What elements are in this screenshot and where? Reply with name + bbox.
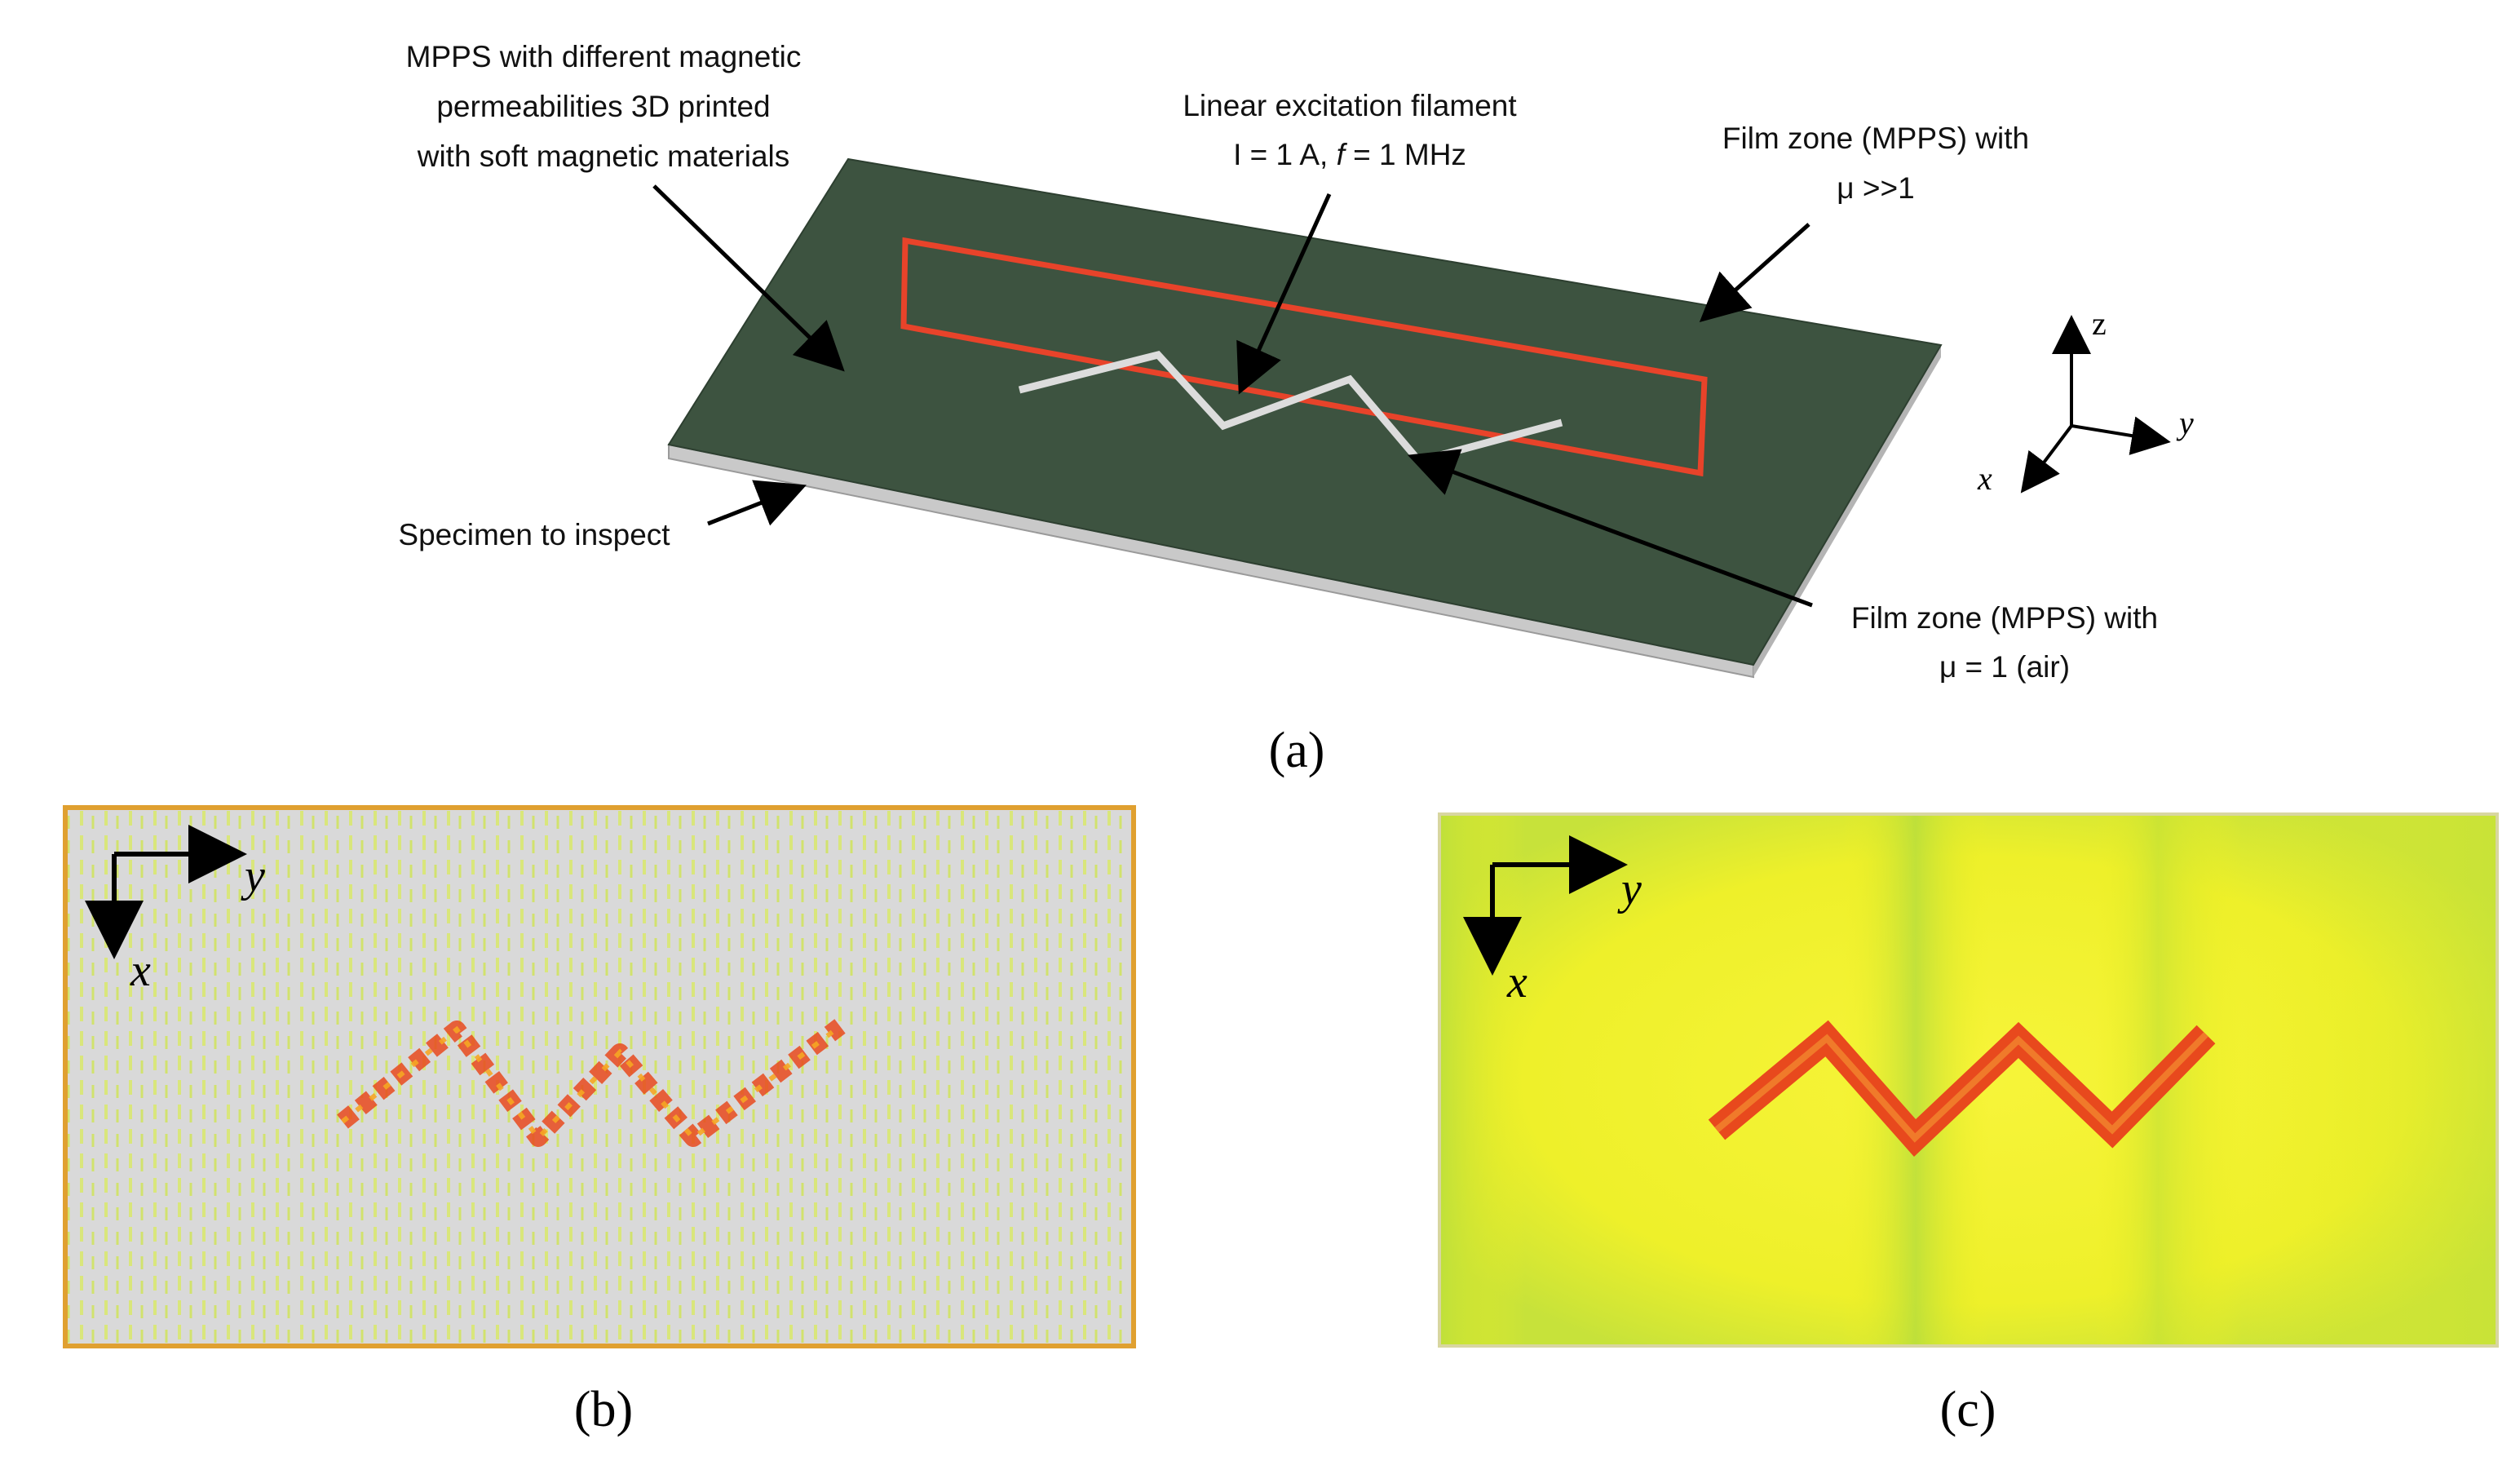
axis-label-y: y <box>241 851 265 901</box>
axis-label-x: x <box>1506 957 1527 1007</box>
arrow-icon <box>707 480 807 526</box>
specimen-right-side <box>1753 345 1941 677</box>
mpps-plate <box>667 157 1943 666</box>
arrow-icon <box>1407 449 1813 608</box>
axis-label-x: x <box>1977 460 1992 497</box>
svg-text:μ >>1: μ >>1 <box>1837 171 1914 205</box>
axis-label-y: y <box>2176 405 2194 441</box>
trace-field-vectors <box>337 1019 846 1147</box>
mpps-label: MPPS with different magnetic permeabilit… <box>406 40 802 173</box>
arrow-icon <box>652 184 845 372</box>
svg-text:permeabilities 3D printed: permeabilities 3D printed <box>436 90 770 123</box>
specimen-label: Specimen to inspect <box>398 518 670 551</box>
axis-triad-icon: y x <box>1463 835 1642 1007</box>
axis-label-x: x <box>130 945 151 996</box>
svg-text:Linear excitation filament: Linear excitation filament <box>1183 89 1517 122</box>
film-zone-air-label: Film zone (MPPS) with μ = 1 (air) <box>1851 601 2158 684</box>
svg-text:MPPS with different magnetic: MPPS with different magnetic <box>406 40 802 73</box>
panel-caption-b: (b) <box>574 1382 633 1437</box>
axis-label-z: z <box>2092 305 2107 342</box>
panel-caption-c: (c) <box>1940 1382 1996 1437</box>
svg-text:I = 1 A, f = 1 MHz: I = 1 A, f = 1 MHz <box>1233 138 1466 171</box>
axis-triad-icon: y x <box>85 825 265 996</box>
panel-caption-a: (a) <box>1269 723 1325 778</box>
high-permeability-zone-frame <box>900 237 1708 477</box>
filament-label: Linear excitation filament I = 1 A, f = … <box>1183 89 1517 171</box>
arrow-icon <box>1236 193 1332 395</box>
axis-triad-icon: z y x <box>1977 305 2194 497</box>
svg-text:Film zone (MPPS) with: Film zone (MPPS) with <box>1722 122 2029 155</box>
svg-text:μ = 1 (air): μ = 1 (air) <box>1939 650 2070 684</box>
panel-c: y x (c) <box>1438 812 2499 1437</box>
axis-label-y: y <box>1617 864 1642 914</box>
svg-text:Film zone (MPPS) with: Film zone (MPPS) with <box>1851 601 2158 635</box>
svg-text:with soft magnetic materials: with soft magnetic materials <box>417 139 790 173</box>
panel-a: MPPS with different magnetic permeabilit… <box>398 40 2194 778</box>
arrow-icon <box>1699 223 1810 322</box>
panel-b: y x (b) <box>63 805 1136 1437</box>
film-zone-high-label: Film zone (MPPS) with μ >>1 <box>1722 122 2029 205</box>
